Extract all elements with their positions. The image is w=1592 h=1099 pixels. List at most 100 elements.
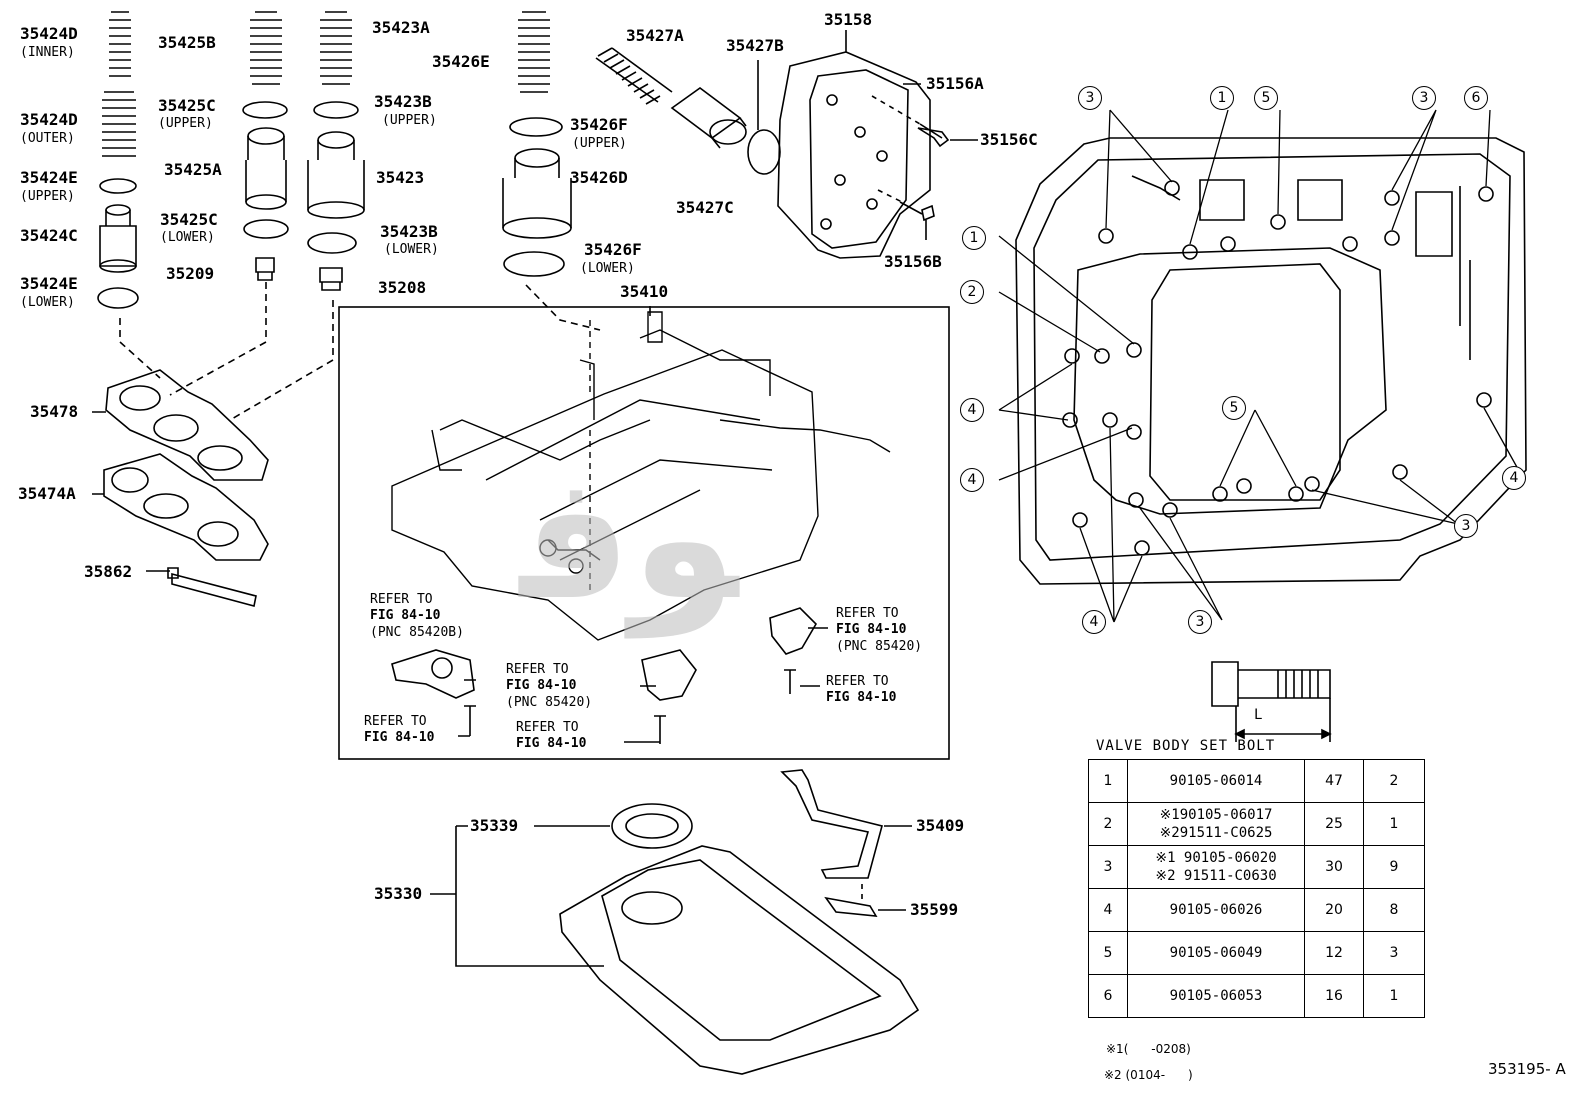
label-35426F-upper: 35426F xyxy=(570,115,628,134)
label-35424E-upper: 35424E xyxy=(20,168,78,187)
footnote-1: ※1( -0208) xyxy=(1106,1042,1191,1056)
o-ring-35424E-upper xyxy=(99,178,137,194)
o-ring-35426F-upper xyxy=(509,117,563,137)
case-outline xyxy=(1015,137,1527,585)
label-35425C-upper: 35425C xyxy=(158,96,216,115)
spring-35426E xyxy=(518,11,550,93)
spring-35424D-outer xyxy=(102,91,136,157)
callout-3: 3 xyxy=(1412,86,1436,110)
label-35474A: 35474A xyxy=(18,484,76,503)
note-35425C-upper: (UPPER) xyxy=(158,116,213,131)
label-35426D: 35426D xyxy=(570,168,628,187)
callout-4: 4 xyxy=(960,468,984,492)
label-35425C-lower: 35425C xyxy=(160,210,218,229)
o-ring-35423B-lower xyxy=(307,232,357,254)
note-35424D-outer: (OUTER) xyxy=(20,131,75,146)
bolt-left xyxy=(464,705,476,736)
label-35424C: 35424C xyxy=(20,226,78,245)
callout-3: 3 xyxy=(1078,86,1102,110)
valve-body-box xyxy=(338,306,950,760)
label-35156B: 35156B xyxy=(884,252,942,271)
gasket-35478 xyxy=(105,369,269,481)
spring-35423A xyxy=(320,11,352,85)
callout-3: 3 xyxy=(1454,514,1478,538)
label-35424D-inner: 35424D xyxy=(20,24,78,43)
label-35424D-outer: 35424D xyxy=(20,110,78,129)
valve-body-outline-right xyxy=(1073,247,1387,515)
bolt-right xyxy=(784,669,796,694)
table-row: 1 90105-06014 47 2 xyxy=(1088,759,1425,803)
watermark: ﻮﻓ xyxy=(520,440,748,638)
callout-5: 5 xyxy=(1222,396,1246,420)
solenoid-85420-right xyxy=(769,607,818,655)
bracket-35862 xyxy=(167,567,257,607)
label-35339: 35339 xyxy=(470,816,519,835)
footnote-2: ※2 (0104- ) xyxy=(1104,1068,1193,1082)
note-35424D-inner: (INNER) xyxy=(20,45,75,60)
bolt-length-label: L xyxy=(1254,707,1263,723)
label-35208: 35208 xyxy=(378,278,427,297)
spring-35427A xyxy=(595,47,673,105)
plug-35208 xyxy=(319,267,343,291)
o-ring-35425C-upper xyxy=(242,101,288,119)
solenoid-85420-mid xyxy=(641,649,697,701)
label-35426E: 35426E xyxy=(432,52,490,71)
note-35423B-lower: (LOWER) xyxy=(384,242,439,257)
label-35425B: 35425B xyxy=(158,33,216,52)
label-35158: 35158 xyxy=(824,10,873,29)
label-35410: 35410 xyxy=(620,282,669,301)
note-35426F-lower: (LOWER) xyxy=(580,261,635,276)
bolt-35156B xyxy=(899,201,935,222)
table-row: 5 90105-06049 12 3 xyxy=(1088,931,1425,975)
label-35599: 35599 xyxy=(910,900,959,919)
plug-35209 xyxy=(255,257,275,281)
valve-body-set-bolt-table: 1 90105-06014 47 2 2 ※190105-06017※29151… xyxy=(1088,759,1425,1018)
label-35423B-upper: 35423B xyxy=(374,92,432,111)
spring-35425B xyxy=(250,11,282,85)
leader-35426-dashed xyxy=(525,284,601,331)
label-35423: 35423 xyxy=(376,168,425,187)
oil-strainer-35330 xyxy=(559,845,920,1075)
label-35156A: 35156A xyxy=(926,74,984,93)
label-35425A: 35425A xyxy=(164,160,222,179)
table-title: VALVE BODY SET BOLT xyxy=(1096,738,1276,754)
note-35424E-lower: (LOWER) xyxy=(20,295,75,310)
gasket-35474A xyxy=(103,453,269,561)
valve-body-35410 xyxy=(391,311,891,641)
callout-3: 3 xyxy=(1188,610,1212,634)
label-35423B-lower: 35423B xyxy=(380,222,438,241)
gasket-35339 xyxy=(611,803,693,849)
bolt-dimension-drawing xyxy=(1211,661,1332,742)
label-35426F-lower: 35426F xyxy=(584,240,642,259)
plug-35427C xyxy=(670,87,747,149)
bolt-35156C xyxy=(917,123,950,148)
plate-35156A xyxy=(809,69,909,249)
o-ring-35427B xyxy=(747,129,781,175)
label-35427A: 35427A xyxy=(626,26,684,45)
label-35409: 35409 xyxy=(916,816,965,835)
label-35330: 35330 xyxy=(374,884,423,903)
bracket-35409 xyxy=(780,769,883,879)
o-ring-35426F-lower xyxy=(503,251,565,277)
note-35426F-upper: (UPPER) xyxy=(572,136,627,151)
callout-1: 1 xyxy=(962,226,986,250)
bolt-mid xyxy=(654,715,666,744)
plug-35424C xyxy=(99,204,137,273)
o-ring-35423B-upper xyxy=(313,101,359,119)
plate-35599 xyxy=(824,896,878,917)
leader-35424-dashed xyxy=(119,318,161,379)
label-35423A: 35423A xyxy=(372,18,430,37)
callout-4: 4 xyxy=(1502,466,1526,490)
callout-4: 4 xyxy=(1082,610,1106,634)
separator-plate-35158 xyxy=(777,51,931,259)
table-row: 2 ※190105-06017※291511-C0625 25 1 xyxy=(1088,802,1425,846)
o-ring-35424E-lower xyxy=(97,287,139,309)
solenoid-85420B xyxy=(391,649,475,699)
